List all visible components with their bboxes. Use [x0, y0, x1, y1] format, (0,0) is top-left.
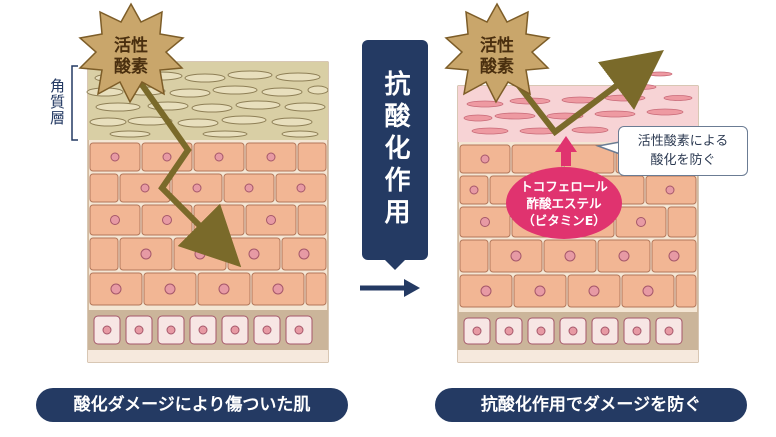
vitamin-e-label: トコフェロール 酢酸エステル （ビタミンE）	[520, 179, 608, 228]
left-burst-label: 活性 酸素	[114, 36, 148, 77]
left-radical-burst	[78, 2, 185, 104]
vitamin-badge	[506, 167, 622, 239]
right-burst-label: 活性 酸素	[480, 36, 514, 77]
vitamin-up-arrow-shaft	[561, 150, 571, 166]
left-damage-arrow	[137, 80, 242, 268]
right-radical-burst	[444, 2, 551, 104]
left-stratum-flakes	[86, 70, 329, 138]
right-skin-panel	[457, 71, 699, 363]
right-nuclei	[469, 154, 680, 297]
callout-box: 活性酸素による 酸化を防ぐ	[618, 126, 748, 176]
left-caption: 酸化ダメージにより傷ついた肌	[36, 388, 348, 422]
stratum-bracket	[71, 65, 78, 141]
callout-text: 活性酸素による 酸化を防ぐ	[637, 134, 729, 168]
left-skin-panel	[71, 61, 329, 363]
left-cell-rows	[89, 142, 327, 306]
antioxidant-label: 抗酸化作用	[380, 70, 410, 230]
stratum-corneum-label: 角質層	[48, 78, 66, 126]
right-caption: 抗酸化作用でダメージを防ぐ	[435, 388, 747, 422]
center-arrow-head	[404, 279, 420, 297]
vitamin-up-arrow	[555, 136, 577, 152]
antioxidant-center-box: 抗酸化作用	[362, 40, 428, 260]
center-box-pointer	[384, 259, 406, 270]
left-nuclei	[110, 152, 310, 295]
